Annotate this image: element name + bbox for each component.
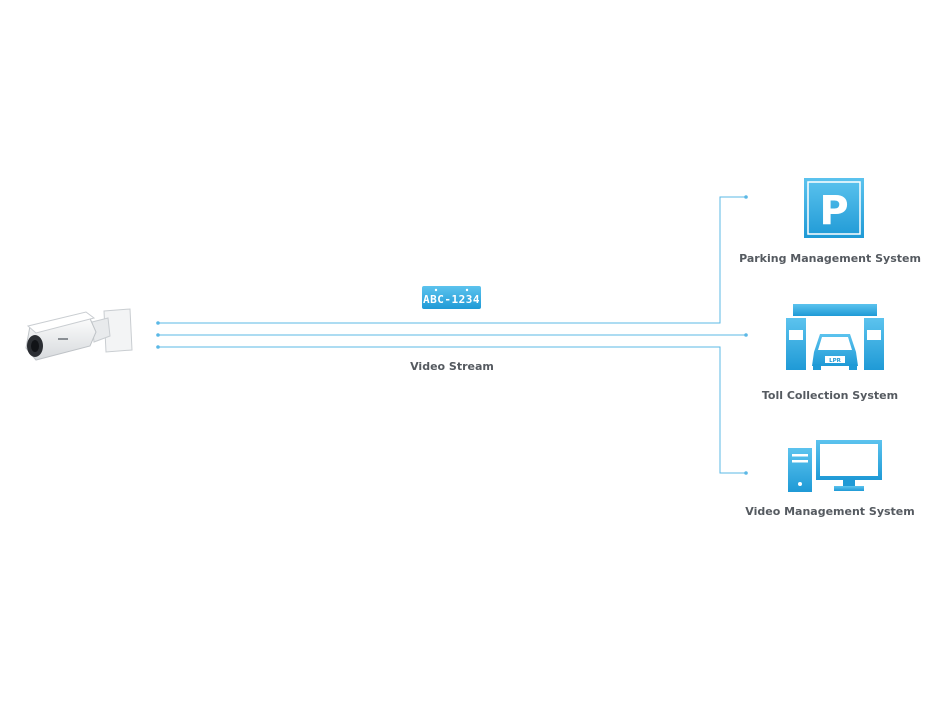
video-stream-label: Video Stream <box>410 360 494 373</box>
parking-icon-letter: P <box>819 188 848 234</box>
toll-booth-icon: LPR <box>786 304 884 370</box>
license-plate-text: ABC-1234 <box>423 293 480 306</box>
line-end-dots <box>156 195 748 475</box>
parking-icon: P <box>804 178 864 238</box>
parking-management-system-label: Parking Management System <box>739 252 921 265</box>
toll-icon-lpr-text: LPR <box>829 358 842 364</box>
video-management-system-label: Video Management System <box>745 505 915 518</box>
line-to-vms <box>158 346 746 474</box>
connection-lines <box>158 196 746 474</box>
computer-monitor-icon <box>788 440 882 492</box>
line-to-parking <box>158 196 746 324</box>
toll-collection-system-label: Toll Collection System <box>761 389 899 402</box>
bullet-camera-icon <box>25 308 133 361</box>
license-plate: ABC-1234 <box>422 286 481 309</box>
